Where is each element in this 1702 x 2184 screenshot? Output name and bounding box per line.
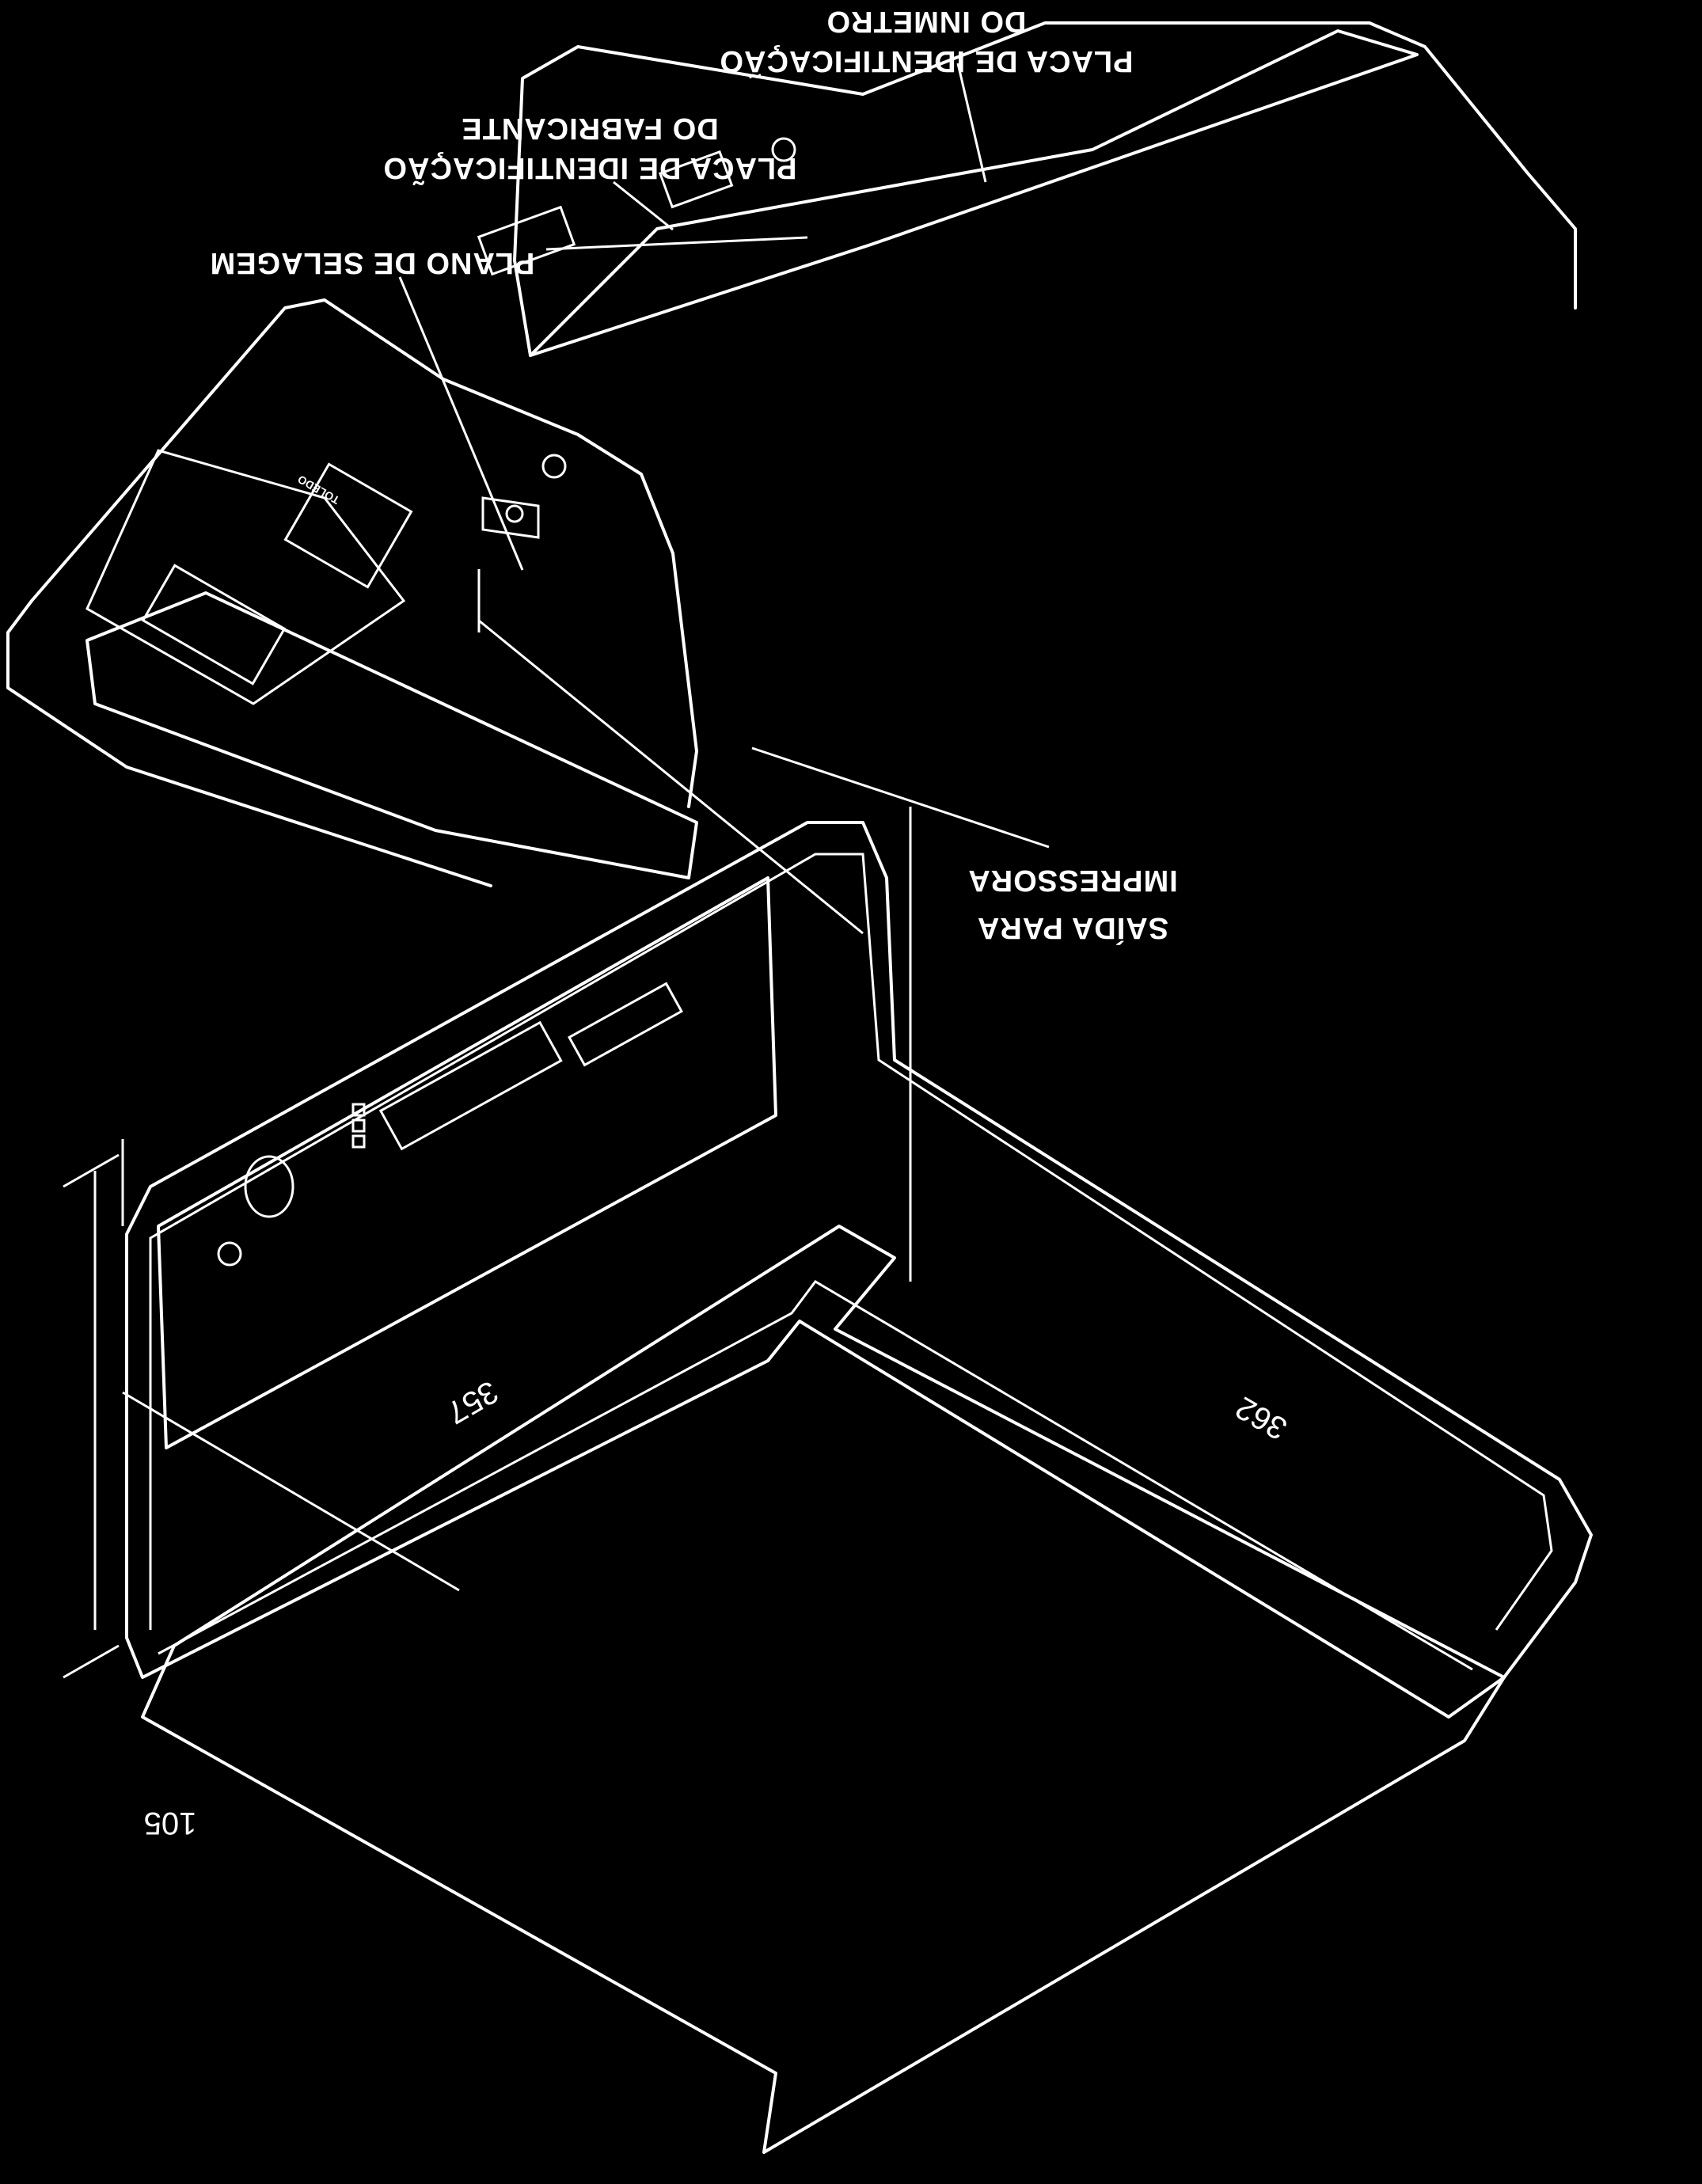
printer-scale-keypad	[283, 462, 413, 589]
dim-width-label: 357	[441, 1374, 504, 1430]
label-printer-output-1: SAÍDA PARA	[977, 911, 1168, 946]
printer-scale-panel	[85, 449, 406, 705]
scale-front-panel	[157, 876, 777, 1449]
seal-screw-side	[505, 504, 524, 523]
labels-layer: PLANO DE SELAGEM PLACA DE IDENTIFICAÇÃO …	[144, 5, 1294, 1840]
inmetro-plate	[658, 150, 734, 209]
power-knob	[244, 1155, 294, 1218]
leader-manufacturer-plate	[613, 180, 674, 231]
leader-sealing-plane-2	[398, 276, 524, 571]
plates-scale-view	[477, 21, 1577, 357]
dim-depth-label: 362	[1230, 1390, 1294, 1446]
scale-base	[141, 1225, 1506, 2154]
leader-lines	[398, 63, 1050, 849]
level-indicator	[217, 1241, 242, 1267]
indicator-button-2	[351, 1119, 366, 1133]
indicator-button-1	[351, 1134, 366, 1149]
seal-screw-top	[771, 137, 796, 162]
dim-line-width	[122, 1391, 460, 1592]
dim-tick-height-b	[63, 1153, 120, 1188]
display-window-2	[378, 1020, 563, 1151]
printer-scale-base	[85, 591, 698, 879]
label-manufacturer-plate-1: PLACA DE IDENTIFICAÇÃO	[382, 151, 796, 186]
dim-height-label: 105	[144, 1806, 197, 1840]
leader-printer-output	[751, 746, 1050, 849]
printer-scale-brand: TOLEDO	[295, 473, 341, 507]
display-window-1	[568, 982, 683, 1067]
label-sealing-plane: PLANO DE SELAGEM	[210, 246, 535, 279]
scale-housing	[125, 821, 1593, 1719]
leader-sealing-plane	[545, 236, 808, 251]
printer-scale-housing	[6, 298, 698, 887]
label-inmetro-plate-2: DO INMETRO	[826, 5, 1027, 38]
dim-tick-height-a	[63, 1644, 120, 1679]
printer-scale-display	[141, 564, 287, 686]
dim-line-depth	[478, 619, 864, 935]
leader-inmetro-plate	[956, 63, 987, 183]
printer-scale-view: TOLEDO	[6, 298, 698, 887]
plates-scale-housing	[513, 21, 1577, 357]
scale-housing-inner	[149, 853, 1553, 1671]
plates-scale-base	[529, 29, 1419, 357]
dimensioned-scale-view	[63, 569, 1593, 2154]
seal-screw-middle	[541, 454, 567, 479]
printer-output-slot	[481, 496, 540, 539]
label-inmetro-plate-1: PLACA DE IDENTIFICAÇÃO	[719, 44, 1133, 79]
label-printer-output-2: IMPRESSORA	[967, 864, 1177, 897]
indicator-button-3	[351, 1103, 366, 1117]
manufacturer-plate	[477, 205, 576, 276]
label-manufacturer-plate-2: DO FABRICANTE	[461, 112, 718, 145]
rotated-drawing: TOLEDO	[6, 21, 1593, 2154]
